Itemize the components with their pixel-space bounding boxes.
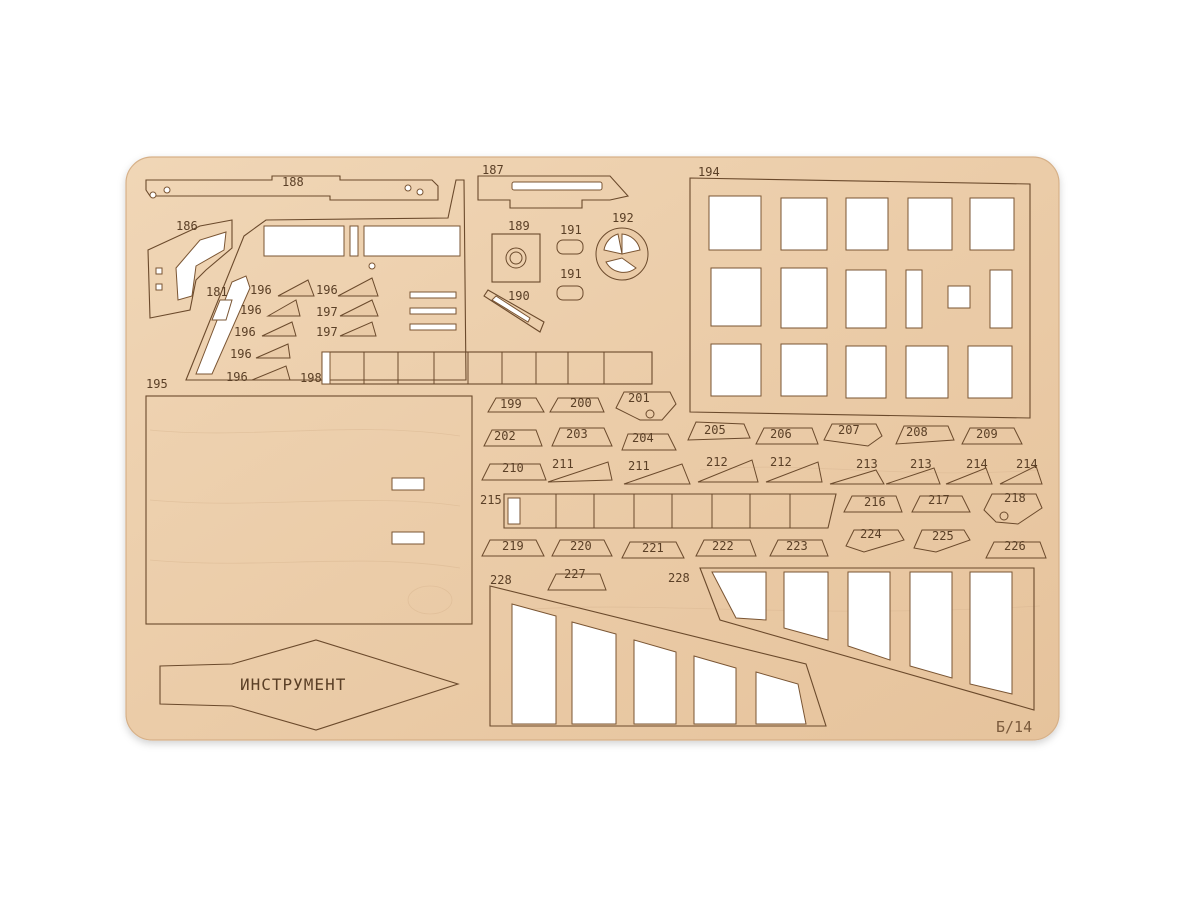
label-200: 200 [570, 396, 592, 410]
label-207: 207 [838, 423, 860, 437]
part-190 [483, 289, 545, 333]
label-227: 227 [564, 567, 586, 581]
label-192: 192 [612, 211, 634, 225]
label-204: 204 [632, 431, 654, 445]
label-217: 217 [928, 493, 950, 507]
label-221: 221 [642, 541, 664, 555]
label-213-b: 213 [910, 457, 932, 471]
label-196-b: 196 [316, 283, 338, 297]
tool-label: ИНСТРУМЕНТ [240, 675, 346, 694]
label-215: 215 [480, 493, 502, 507]
label-181: 181 [206, 285, 228, 299]
label-225: 225 [932, 529, 954, 543]
label-223: 223 [786, 539, 808, 553]
label-197-b: 197 [316, 325, 338, 339]
label-211-b: 211 [628, 459, 650, 473]
label-197-a: 197 [316, 305, 338, 319]
label-195: 195 [146, 377, 168, 391]
label-191-b: 191 [560, 267, 582, 281]
label-196-c: 196 [240, 303, 262, 317]
label-216: 216 [864, 495, 886, 509]
label-202: 202 [494, 429, 516, 443]
label-203: 203 [566, 427, 588, 441]
label-196-a: 196 [250, 283, 272, 297]
label-218: 218 [1004, 491, 1026, 505]
part-215 [503, 493, 837, 529]
label-196-f: 196 [226, 370, 248, 384]
part-194 [689, 177, 1031, 419]
tool-part [159, 639, 460, 731]
part-189 [491, 233, 541, 283]
part-191 [556, 239, 584, 301]
label-208: 208 [906, 425, 928, 439]
label-228-b: 228 [668, 571, 690, 585]
part-228-right [699, 567, 1035, 711]
part-188 [145, 175, 439, 201]
label-213-a: 213 [856, 457, 878, 471]
label-199: 199 [500, 397, 522, 411]
part-228-left [489, 585, 827, 727]
part-195 [145, 395, 473, 625]
label-188: 188 [282, 175, 304, 189]
label-222: 222 [712, 539, 734, 553]
part-187 [477, 175, 630, 209]
label-191-a: 191 [560, 223, 582, 237]
parts-196-197-pieces [251, 277, 379, 381]
label-212-a: 212 [706, 455, 728, 469]
label-186: 186 [176, 219, 198, 233]
label-198: 198 [300, 371, 322, 385]
label-224: 224 [860, 527, 882, 541]
label-210: 210 [502, 461, 524, 475]
small-part-labels: 199 200 201 202 203 204 205 206 207 208 … [480, 391, 1038, 587]
label-226: 226 [1004, 539, 1026, 553]
label-196-d: 196 [234, 325, 256, 339]
label-220: 220 [570, 539, 592, 553]
sheet-code: Б/14 [996, 718, 1032, 736]
label-205: 205 [704, 423, 726, 437]
label-194: 194 [698, 165, 720, 179]
part-186 [147, 219, 233, 319]
part-192 [595, 227, 649, 281]
label-206: 206 [770, 427, 792, 441]
label-201: 201 [628, 391, 650, 405]
label-190: 190 [508, 289, 530, 303]
label-214-b: 214 [1016, 457, 1038, 471]
label-189: 189 [508, 219, 530, 233]
frame-196-197 [185, 179, 467, 381]
label-209: 209 [976, 427, 998, 441]
label-211-a: 211 [552, 457, 574, 471]
label-196-e: 196 [230, 347, 252, 361]
part-198 [321, 351, 653, 385]
label-219: 219 [502, 539, 524, 553]
part-194-windows [708, 195, 1015, 399]
label-214-a: 214 [966, 457, 988, 471]
label-187: 187 [482, 163, 504, 177]
label-212-b: 212 [770, 455, 792, 469]
small-parts [481, 391, 1047, 591]
label-228-a: 228 [490, 573, 512, 587]
